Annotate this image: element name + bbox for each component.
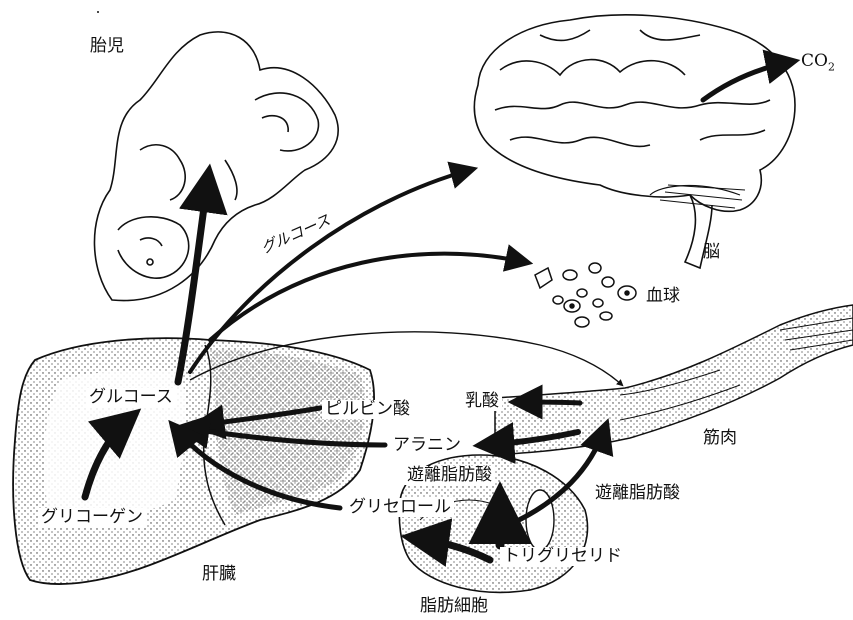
muscle-to-lactate-arrow [518, 402, 580, 403]
speck [97, 11, 99, 13]
adipocyte-label: 脂肪細胞 [420, 598, 488, 615]
muscle-label: 筋肉 [703, 430, 737, 447]
glucose-to-blood-arrow [210, 254, 525, 340]
fetus-label: 胎児 [90, 38, 124, 55]
liver-glucose-label: グルコース [86, 388, 176, 407]
muscle-illustration [495, 305, 853, 455]
brain-co2-arrow [703, 62, 790, 100]
glycerol-label: グリセロール [346, 498, 454, 517]
liver-illustration [13, 338, 374, 584]
alanine-label: アラニン [390, 436, 464, 455]
free-fatty-acid-muscle-label: 遊離脂肪酸 [592, 484, 683, 503]
liver-label: 肝臓 [202, 566, 236, 583]
blood-cells-illustration [535, 263, 636, 327]
free-fatty-acid-adipose-label: 遊離脂肪酸 [404, 466, 495, 485]
glycogen-label: グリコーゲン [38, 508, 146, 527]
brain-label: 脳 [703, 244, 720, 261]
co2-label: CO2 [801, 53, 835, 72]
co2-subscript: 2 [828, 60, 835, 73]
brain-illustration [474, 15, 795, 268]
co2-text: CO [801, 51, 828, 71]
lactic-acid-label: 乳酸 [462, 392, 502, 411]
triglyceride-label: トリグリセリド [500, 547, 625, 566]
fetus-illustration [94, 32, 338, 301]
pyruvic-acid-label: ピルビン酸 [322, 400, 413, 419]
blood-cells-label: 血球 [646, 288, 680, 305]
